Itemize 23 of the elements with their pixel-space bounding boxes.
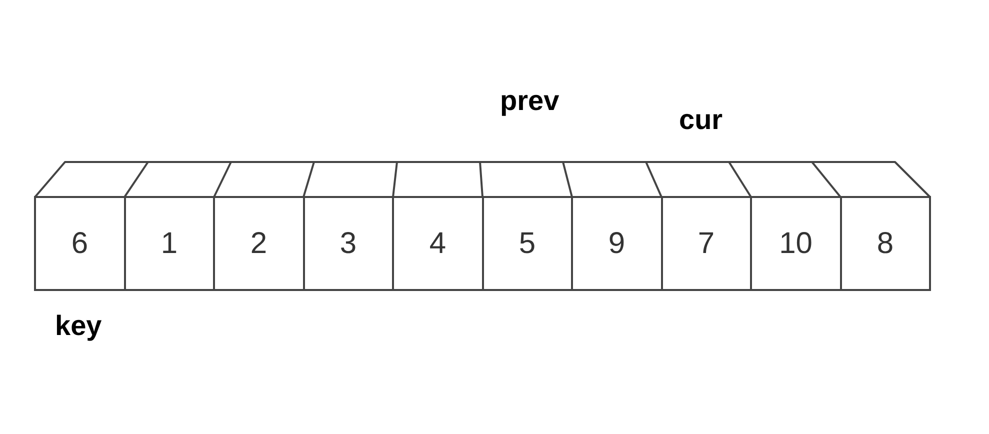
array-cell	[660, 196, 752, 291]
array-cell	[392, 196, 484, 291]
cell-value: 4	[429, 226, 446, 262]
array-cell	[34, 196, 126, 291]
cell-value: 6	[71, 226, 88, 262]
pointer-label: key	[55, 309, 102, 343]
array-cell	[124, 196, 215, 291]
array-cell	[571, 196, 662, 291]
array-cell	[840, 196, 931, 291]
cell-value: 7	[698, 226, 715, 262]
cell-value: 8	[876, 226, 894, 262]
cell-value: 3	[340, 226, 357, 262]
array-cell	[482, 196, 573, 291]
pointer-label: cur	[679, 103, 723, 137]
array-cell	[213, 196, 304, 291]
cell-value: 10	[779, 226, 812, 262]
array-cell	[750, 196, 842, 291]
cell-value: 2	[250, 226, 268, 262]
cell-value: 9	[608, 226, 626, 262]
cell-value: 1	[160, 226, 178, 262]
array-cell	[302, 196, 394, 291]
cell-value: 5	[518, 226, 536, 262]
pointer-label: prev	[500, 84, 560, 118]
